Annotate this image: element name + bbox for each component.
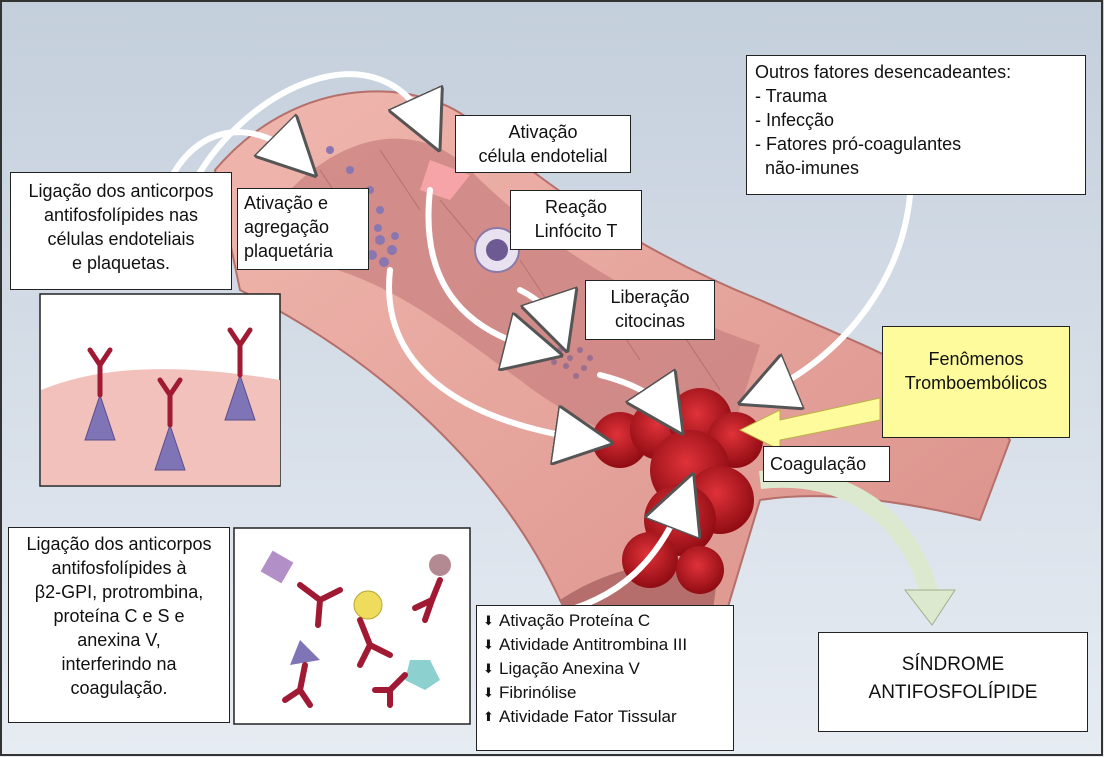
label-line: citocinas: [590, 309, 710, 333]
label-line: agregação: [244, 215, 362, 239]
label-t-cell-reaction: Reação Linfócito T: [510, 190, 642, 250]
label-line: Ligação dos anticorpos: [13, 532, 225, 556]
arrow-down-icon: ⬇: [483, 681, 497, 705]
label-coagulation: Coagulação: [763, 446, 890, 482]
other-triggers-title: Outros fatores desencadeantes:: [755, 60, 1077, 84]
other-triggers-item: - Infecção: [755, 108, 1077, 132]
label-line: Tromboembólicos: [887, 371, 1065, 395]
label-binding-proteins: Ligação dos anticorpos antifosfolípides …: [8, 527, 230, 723]
arrow-down-icon: ⬇: [483, 633, 497, 657]
label-line: ANTIFOSFOLÍPIDE: [823, 679, 1083, 707]
label-fragment: 2-GPI, protrombina,: [45, 582, 203, 602]
label-line: anexina V,: [13, 628, 225, 652]
label-line: Linfócito T: [515, 219, 637, 243]
label-line: célula endotelial: [460, 144, 626, 168]
label-effects-list: ⬇ Ativação Proteína C ⬇ Atividade Antitr…: [476, 605, 734, 751]
label-line: antifosfolípides nas: [15, 203, 227, 227]
label-thromboembolic: Fenômenos Tromboembólicos: [882, 326, 1070, 438]
effect-row: ⬆ Atividade Fator Tissular: [483, 705, 727, 729]
inset-proteins: [234, 528, 470, 724]
label-syndrome: SÍNDROME ANTIFOSFOLÍPIDE: [818, 632, 1088, 732]
arrow-down-icon: ⬇: [483, 609, 497, 633]
effect-text: Ligação Anexina V: [499, 657, 640, 681]
inset-cell-membrane: [40, 294, 280, 486]
label-line: e plaquetas.: [15, 251, 227, 275]
label-line: Reação: [515, 195, 637, 219]
effect-row: ⬇ Fibrinólise: [483, 681, 727, 705]
label-other-triggers: Outros fatores desencadeantes: - Trauma …: [746, 55, 1086, 195]
label-line: Liberação: [590, 285, 710, 309]
effect-row: ⬇ Ativação Proteína C: [483, 609, 727, 633]
label-line: Fenômenos: [887, 347, 1065, 371]
arrow-down-icon: ⬇: [483, 657, 497, 681]
effect-text: Atividade Fator Tissular: [499, 705, 677, 729]
other-triggers-item: - Trauma: [755, 84, 1077, 108]
other-triggers-item: não-imunes: [755, 156, 1077, 180]
beta-symbol: β: [35, 582, 45, 602]
other-triggers-item: - Fatores pró-coagulantes: [755, 132, 1077, 156]
label-platelet-activation: Ativação e agregação plaquetária: [237, 188, 369, 270]
label-cytokine-release: Liberação citocinas: [585, 280, 715, 340]
label-line: β2-GPI, protrombina,: [13, 580, 225, 604]
label-line: células endoteliais: [15, 227, 227, 251]
effect-text: Atividade Antitrombina III: [499, 633, 687, 657]
label-binding-cells: Ligação dos anticorpos antifosfolípides …: [10, 172, 232, 290]
label-line: Ativação: [460, 120, 626, 144]
label-line: plaquetária: [244, 239, 362, 263]
effect-text: Ativação Proteína C: [499, 609, 650, 633]
label-line: Ligação dos anticorpos: [15, 179, 227, 203]
effect-text: Fibrinólise: [499, 681, 576, 705]
effect-row: ⬇ Atividade Antitrombina III: [483, 633, 727, 657]
label-line: proteína C e S e: [13, 604, 225, 628]
label-line: SÍNDROME: [823, 651, 1083, 679]
label-line: interferindo na: [13, 652, 225, 676]
effect-row: ⬇ Ligação Anexina V: [483, 657, 727, 681]
label-line: Ativação e: [244, 191, 362, 215]
label-endothelial-activation: Ativação célula endotelial: [455, 115, 631, 173]
label-line: coagulação.: [13, 676, 225, 700]
arrow-up-icon: ⬆: [483, 705, 497, 729]
label-line: antifosfolípides à: [13, 556, 225, 580]
